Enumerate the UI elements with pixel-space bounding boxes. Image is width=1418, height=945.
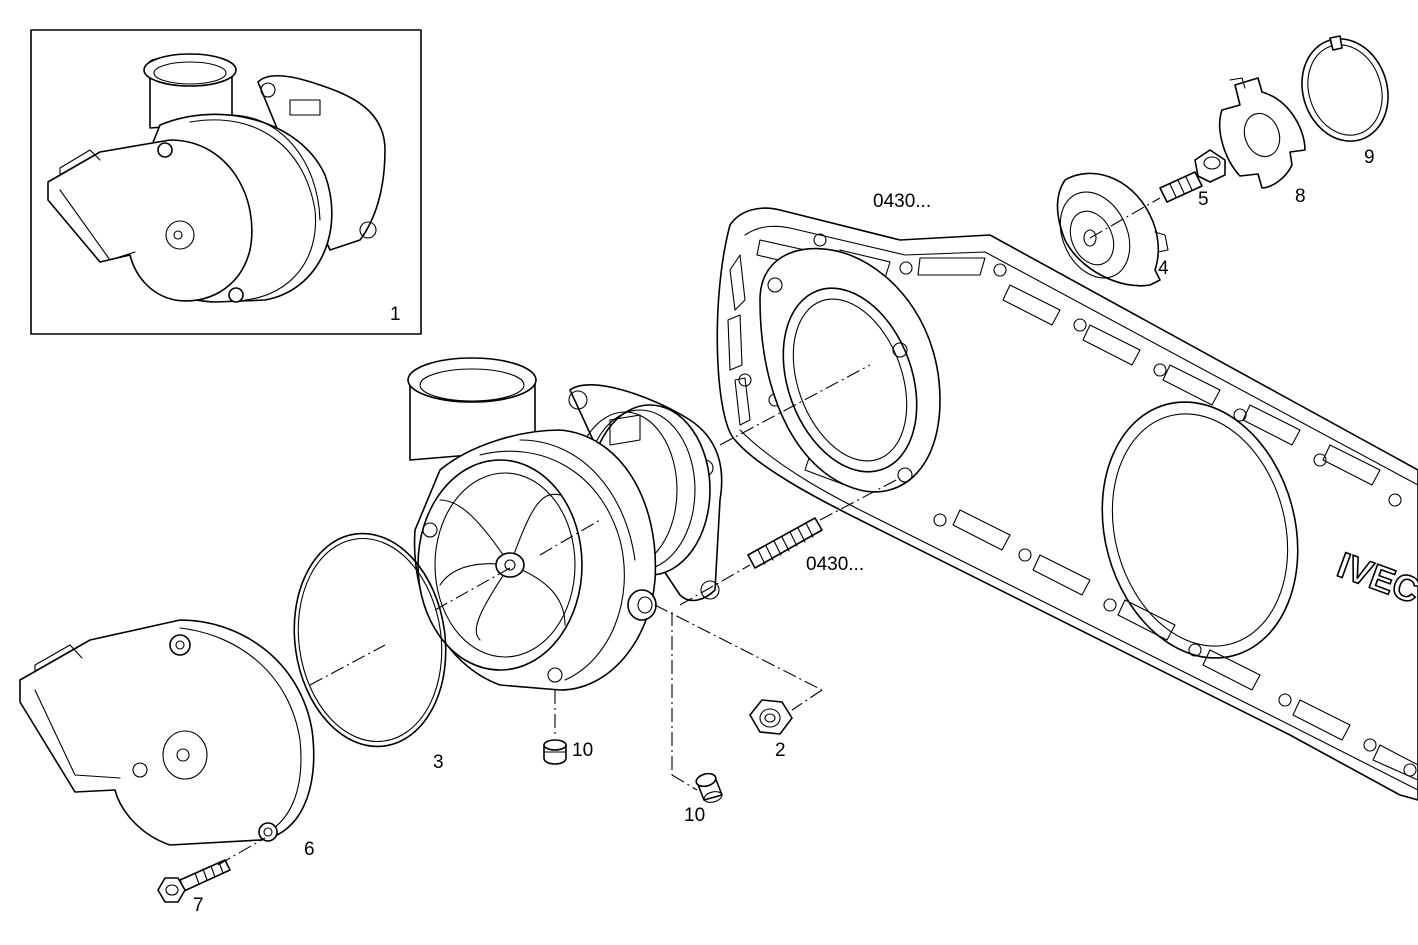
part-snap-ring: 9 xyxy=(1301,35,1389,168)
engine-gasket-plate: IVEC 0430... xyxy=(716,191,1418,801)
callout-8: 8 xyxy=(1295,186,1306,207)
part-nut-2: 2 xyxy=(749,699,793,761)
inset-front-cover xyxy=(47,139,253,302)
callout-7: 7 xyxy=(193,895,204,916)
part-plug-10a: 10 xyxy=(543,739,593,765)
callout-2: 2 xyxy=(775,740,786,761)
inset-assembled-pump: 1 xyxy=(30,29,422,335)
part-pulley-hub: 4 xyxy=(1056,172,1169,287)
callout-5: 5 xyxy=(1198,189,1209,210)
callout-10a: 10 xyxy=(572,740,593,761)
callout-3: 3 xyxy=(433,752,444,773)
part-bolt-7: 7 xyxy=(157,859,231,916)
pump-tab xyxy=(609,414,641,446)
callout-10b: 10 xyxy=(684,805,705,826)
callout-1: 1 xyxy=(390,304,401,325)
part-tone-wheel: 8 xyxy=(1218,77,1306,207)
callout-6: 6 xyxy=(304,839,315,860)
inset-rear-flange xyxy=(257,75,386,251)
part-stud: 0430... xyxy=(747,517,864,575)
callout-9: 9 xyxy=(1364,147,1375,168)
part-front-cover: 6 xyxy=(19,619,315,860)
assembly-centerlines xyxy=(217,197,1161,866)
gasket-reference: 0430... xyxy=(873,191,931,212)
stud-reference: 0430... xyxy=(806,554,864,575)
part-bolt-5: 5 xyxy=(1159,149,1226,210)
inset-frame xyxy=(30,29,422,335)
callout-4: 4 xyxy=(1158,258,1169,279)
part-o-ring: 3 xyxy=(293,532,447,773)
pump-body xyxy=(407,357,723,691)
part-plug-10b: 10 xyxy=(684,772,723,826)
